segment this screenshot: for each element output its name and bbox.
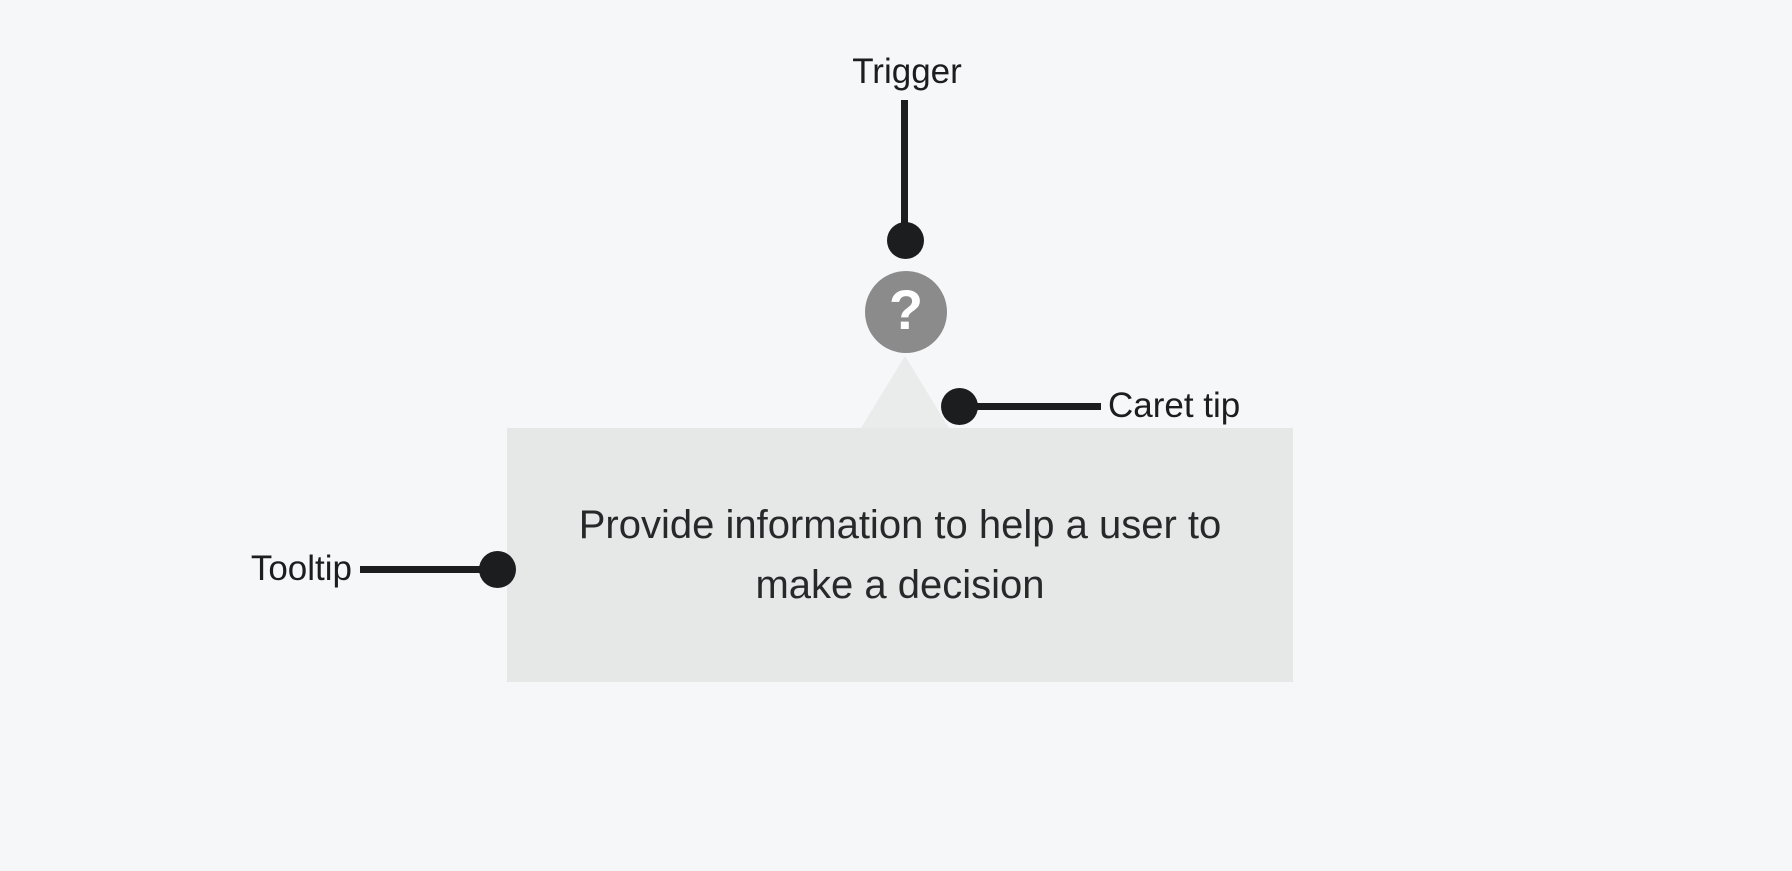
tooltip-bubble: Provide information to help a user to ma… xyxy=(507,428,1293,682)
trigger-connector-dot xyxy=(887,222,924,259)
caret-tip-connector-line xyxy=(975,403,1101,410)
caret-tip-connector-dot xyxy=(941,388,978,425)
trigger-annotation-label: Trigger xyxy=(852,52,962,91)
trigger-connector-line xyxy=(901,100,908,226)
caret-tip-annotation-label: Caret tip xyxy=(1108,386,1241,425)
tooltip-caret xyxy=(861,356,949,428)
tooltip-text-line-2: make a decision xyxy=(755,563,1045,607)
tooltip-connector-line xyxy=(360,566,482,573)
tooltip-text-line-1: Provide information to help a user to xyxy=(578,503,1222,547)
question-mark-icon: ? xyxy=(888,278,924,341)
help-trigger-button[interactable]: ? xyxy=(865,271,947,353)
tooltip-connector-dot xyxy=(479,551,516,588)
tooltip-annotation-label: Tooltip xyxy=(250,549,352,588)
